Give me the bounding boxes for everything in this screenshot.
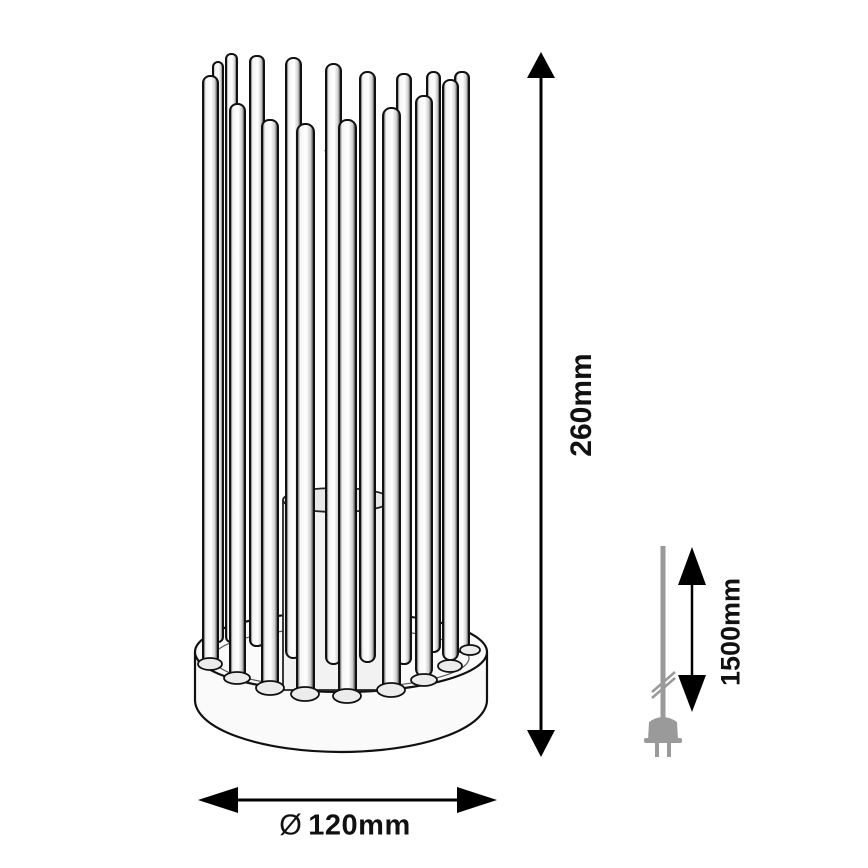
height-dimension-arrow: [527, 52, 555, 757]
plug-icon: [644, 717, 682, 757]
diameter-value: 120mm: [308, 809, 411, 842]
glass-rods-front: [202, 75, 459, 699]
cable-dimension-arrow: [678, 547, 706, 712]
rod-sockets: [197, 644, 481, 704]
power-cable-icon: [651, 546, 676, 720]
diameter-dimension-arrow: [198, 787, 497, 813]
diameter-symbol: Ø: [279, 809, 303, 842]
height-label: 260mm: [565, 353, 598, 457]
cable-length-label: 1500mm: [715, 577, 746, 687]
lamp-illustration: [193, 53, 489, 754]
